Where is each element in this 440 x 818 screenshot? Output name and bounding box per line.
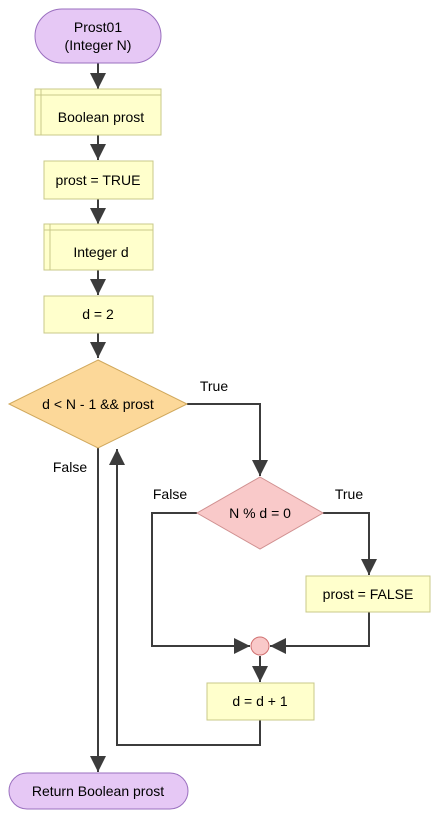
- edge-prost-false-to-merge: [270, 612, 370, 654]
- merge-connector: [250, 636, 270, 656]
- if-decision: N % d = 0: [195, 476, 325, 550]
- declare-d-box: Integer d: [43, 223, 154, 271]
- if-false-label: False: [153, 486, 187, 502]
- loop-true-label: True: [200, 378, 228, 394]
- increment-d-label: d = d + 1: [232, 693, 287, 709]
- edge-loop-true: [187, 403, 268, 476]
- loop-decision: d < N - 1 && prost: [7, 359, 189, 449]
- end-terminal-label: Return Boolean prost: [32, 783, 164, 799]
- declare-prost-label: Boolean prost: [58, 109, 145, 125]
- edge-loop-back: [109, 449, 261, 746]
- assign-prost-true-label: prost = TRUE: [56, 172, 141, 188]
- end-terminal: Return Boolean prost: [8, 772, 189, 810]
- if-true-label: True: [335, 486, 363, 502]
- assign-prost-true-box: prost = TRUE: [43, 160, 154, 200]
- start-terminal-param: (Integer N): [65, 37, 132, 53]
- increment-d-box: d = d + 1: [206, 682, 315, 721]
- assign-prost-false-box: prost = FALSE: [305, 575, 431, 613]
- edge-if-true: [323, 512, 377, 575]
- assign-prost-false-label: prost = FALSE: [323, 586, 414, 602]
- if-decision-label: N % d = 0: [229, 505, 291, 521]
- declare-prost-box: Boolean prost: [34, 88, 162, 136]
- assign-d-box: d = 2: [43, 295, 154, 334]
- start-terminal-name: Prost01: [74, 19, 122, 35]
- edge-if-false: [151, 512, 250, 654]
- assign-d-label: d = 2: [82, 306, 114, 322]
- start-terminal: Prost01 (Integer N): [34, 8, 162, 64]
- loop-false-label: False: [53, 459, 87, 475]
- loop-decision-label: d < N - 1 && prost: [42, 396, 154, 412]
- declare-d-label: Integer d: [73, 244, 128, 260]
